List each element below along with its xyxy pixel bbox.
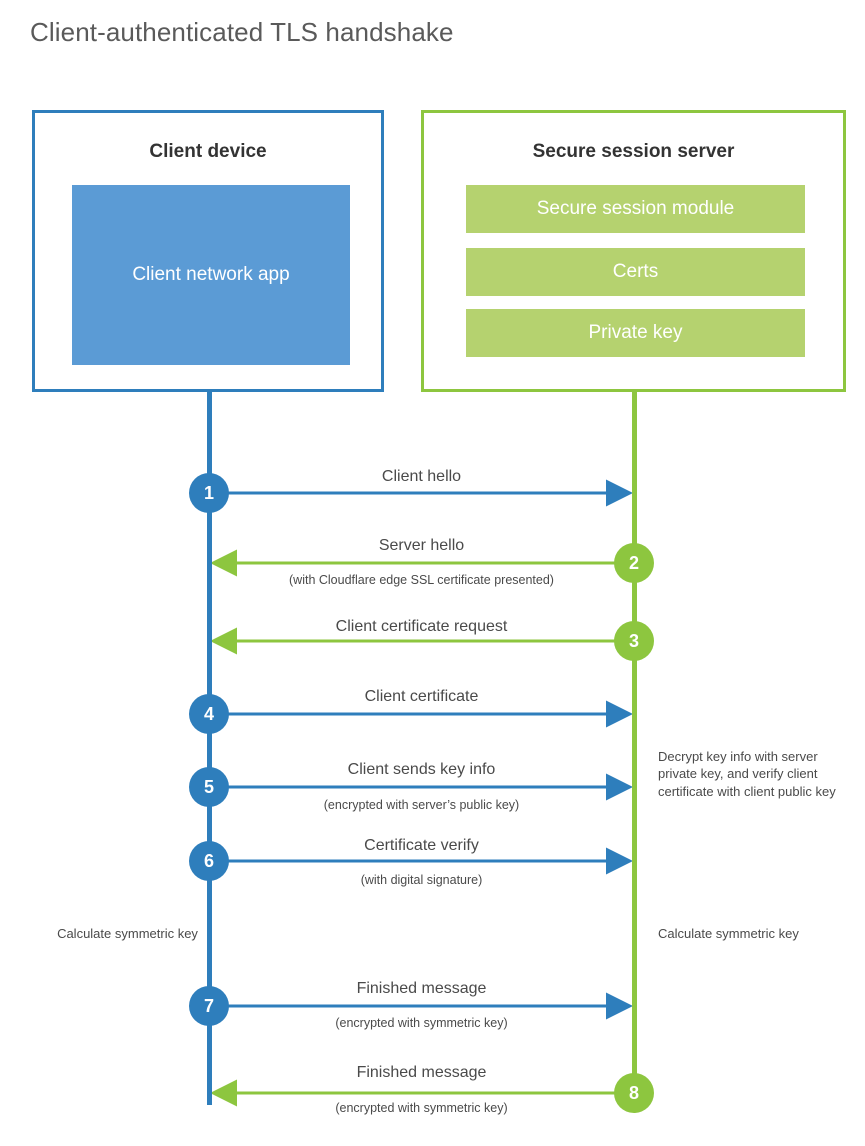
step-circle-2: 2: [614, 543, 654, 583]
message-sublabel-step-6: (with digital signature): [360, 873, 483, 887]
lifeline-client: [207, 392, 212, 1105]
step-circle-5: 5: [189, 767, 229, 807]
server-component-secure-session-module: Secure session module: [466, 185, 805, 233]
message-label-step-5: Client sends key info: [347, 761, 496, 778]
message-label-step-8: Finished message: [356, 1064, 487, 1081]
message-label-step-7: Finished message: [356, 980, 487, 997]
secure-session-server-title: Secure session server: [532, 141, 735, 162]
note-client-calculate-symmetric-key: Calculate symmetric key: [57, 926, 198, 941]
message-label-step-3: Client certificate request: [335, 618, 508, 635]
server-component-certs: Certs: [466, 248, 805, 296]
note-server-decrypt-key-info: Decrypt key info with server private key…: [658, 749, 836, 799]
server-component-private-key: Private key: [466, 309, 805, 357]
message-sublabel-step-5: (encrypted with server’s public key): [323, 798, 520, 812]
message-sublabel-step-2: (with Cloudflare edge SSL certificate pr…: [289, 573, 554, 587]
client-device-title: Client device: [149, 141, 267, 162]
client-network-app-block: Client network app: [72, 185, 350, 365]
message-label-step-1: Client hello: [381, 468, 462, 485]
message-label-step-2: Server hello: [378, 537, 465, 554]
client-device-box: Client device Client network app: [32, 110, 384, 392]
step-circle-6: 6: [189, 841, 229, 881]
message-sublabel-step-8: (encrypted with symmetric key): [335, 1101, 508, 1115]
message-sublabel-step-7: (encrypted with symmetric key): [335, 1016, 508, 1030]
lifeline-server: [632, 392, 637, 1105]
page-title: Client-authenticated TLS handshake: [30, 17, 454, 47]
step-circle-1: 1: [189, 473, 229, 513]
step-circle-4: 4: [189, 694, 229, 734]
step-circle-3: 3: [614, 621, 654, 661]
step-circle-7: 7: [189, 986, 229, 1026]
message-label-step-6: Certificate verify: [364, 837, 479, 854]
note-server-calculate-symmetric-key: Calculate symmetric key: [658, 926, 799, 941]
secure-session-server-box: Secure session server Secure session mod…: [421, 110, 846, 392]
step-circle-8: 8: [614, 1073, 654, 1113]
message-label-step-4: Client certificate: [364, 688, 479, 705]
